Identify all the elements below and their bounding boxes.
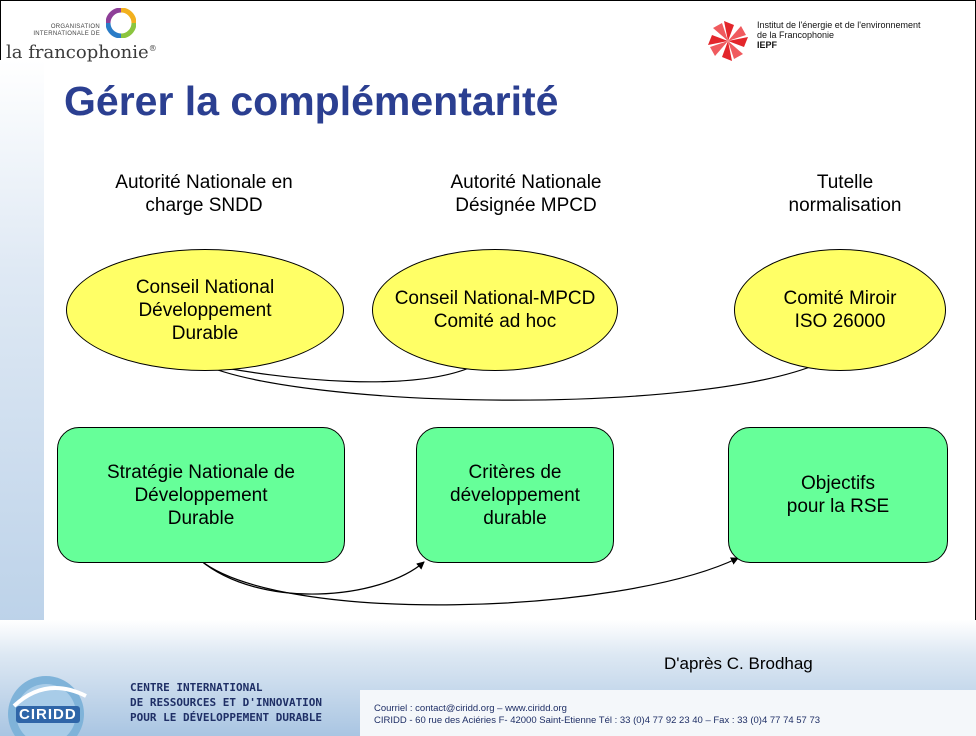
box-objectifs-rse: Objectifs pour la RSE	[728, 427, 948, 563]
oif-name: la francophonie®	[6, 42, 157, 63]
ellipse-2-line-2: Comité ad hoc	[433, 311, 557, 332]
box-3-line-2: pour la RSE	[786, 496, 890, 517]
ciridd-line-2: DE RESSOURCES ET D'INNOVATION	[130, 696, 323, 709]
ellipse-1-line-1: Conseil National	[135, 276, 275, 298]
authority-sndd-line-1: Autorité Nationale en	[115, 172, 293, 193]
iepf-line-2: de la Francophonie	[757, 30, 835, 40]
ciridd-line-3: POUR LE DÉVELOPPEMENT DURABLE	[130, 711, 323, 724]
ellipse-conseil-national-mpcd: Conseil National-MPCD Comité ad hoc	[372, 249, 618, 371]
box-1-line-2: Développement	[134, 484, 268, 506]
footer-contact-strip	[360, 690, 976, 736]
box-2-line-3: durable	[483, 507, 547, 529]
authority-normalisation-line-1: Tutelle	[816, 172, 874, 193]
ellipse-1-line-2: Développement	[138, 299, 272, 321]
box-2-line-2: développement	[450, 484, 580, 506]
iepf-text: Institut de l'énergie et de l'environnem…	[757, 20, 976, 50]
authority-mpcd: Autorité Nationale Désignée MPCD	[396, 171, 656, 217]
oif-ring-icon	[106, 8, 136, 38]
box-criteres-dd: Critères de développement durable	[416, 427, 614, 563]
iepf-line-1: Institut de l'énergie et de l'environnem…	[757, 20, 921, 30]
ciridd-badge: CIRIDD	[16, 706, 80, 723]
authority-sndd: Autorité Nationale en charge SNDD	[74, 171, 334, 217]
ellipse-conseil-national-dd: Conseil National Développement Durable	[66, 249, 344, 371]
box-3-line-1: Objectifs	[801, 473, 875, 494]
authority-normalisation-line-2: normalisation	[788, 195, 902, 216]
oif-registered-mark: ®	[148, 44, 157, 53]
authority-sndd-line-2: charge SNDD	[145, 195, 263, 216]
left-gradient-bar	[0, 60, 44, 660]
box-1-line-3: Durable	[167, 507, 235, 529]
authority-normalisation: Tutelle normalisation	[730, 171, 960, 217]
ellipse-comite-miroir: Comité Miroir ISO 26000	[734, 249, 946, 371]
ciridd-name: CENTRE INTERNATIONAL DE RESSOURCES ET D'…	[130, 680, 322, 725]
ciridd-line-1: CENTRE INTERNATIONAL	[130, 681, 263, 694]
iepf-line-3: IEPF	[757, 40, 778, 50]
credit-text: D'après C. Brodhag	[664, 654, 813, 673]
ellipse-2-line-1: Conseil National-MPCD	[394, 288, 596, 309]
slide-title: Gérer la complémentarité	[64, 78, 559, 124]
iepf-logo-icon	[708, 21, 748, 61]
oif-small-text: ORGANISATION INTERNATIONALE DE	[33, 24, 100, 37]
oif-name-text: la francophonie	[6, 42, 149, 63]
ellipse-3-line-2: ISO 26000	[794, 311, 886, 332]
contact-info: Courriel : contact@ciridd.org – www.ciri…	[374, 703, 820, 727]
box-1-line-1: Stratégie Nationale de	[106, 461, 295, 483]
box-strategie-nationale: Stratégie Nationale de Développement Dur…	[57, 427, 345, 563]
contact-line-1: Courriel : contact@ciridd.org – www.ciri…	[374, 703, 567, 714]
authority-mpcd-line-2: Désignée MPCD	[455, 195, 597, 216]
box-2-line-1: Critères de	[468, 461, 562, 483]
ellipse-3-line-1: Comité Miroir	[783, 288, 897, 309]
authority-mpcd-line-1: Autorité Nationale	[450, 172, 602, 193]
ellipse-1-line-3: Durable	[171, 322, 239, 344]
contact-line-2: CIRIDD - 60 rue des Aciéries F- 42000 Sa…	[374, 715, 821, 726]
ciridd-logo-icon	[8, 676, 87, 736]
